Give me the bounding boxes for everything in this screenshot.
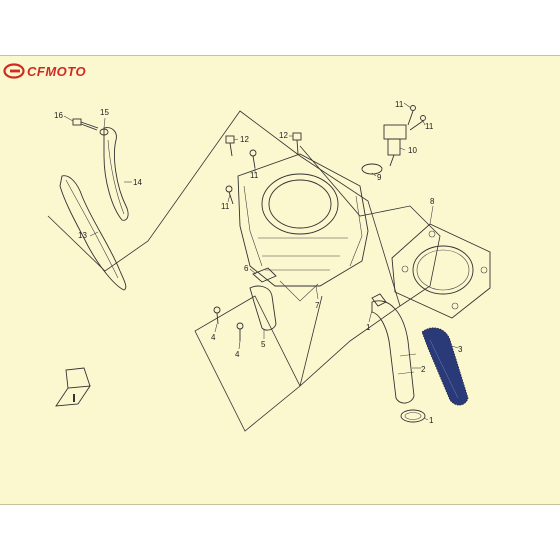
callout-5: 5 [261,340,266,349]
callout-6: 6 [244,264,249,273]
callout-1b: 1 [429,416,434,425]
tensioner-guide-part [103,127,129,221]
callout-4a: 4 [211,333,216,342]
stud-bolt-12b-part [292,132,302,155]
hose-clamp-1b-part [400,409,426,423]
callout-8: 8 [430,197,435,206]
callout-14: 14 [133,178,142,187]
cylinder-block-part [237,153,369,302]
bolt-4b-part [236,322,244,341]
hose-2-detail [397,353,417,375]
callout-11a: 11 [250,171,259,180]
cam-chain-guide-detail [65,179,119,279]
bolt-11a-part [249,149,257,169]
diagram-frame: CFMOTO [0,55,560,505]
bolt-11b-part [225,185,234,205]
callout-16: 16 [54,111,63,120]
brand-name: CFMOTO [27,63,87,79]
callout-1a: 1 [366,323,371,332]
hose-clamp-1a-part [371,293,387,307]
callout-10: 10 [408,146,417,155]
callout-7: 7 [315,301,320,310]
cam-chain-guide-part [59,175,127,291]
exploded-parts-diagram: 16 15 14 13 12 12 11 11 11 11 10 9 8 7 6… [47,100,491,432]
brand-logo: CFMOTO [3,61,86,81]
callout-11d: 11 [425,122,434,131]
sensor-10-part [383,124,407,167]
callout-15: 15 [100,108,109,117]
mesh-screen-3-part [421,327,469,406]
bolt-4a-part [213,306,221,325]
bolt-11c-part [407,105,416,126]
washer-15-part [99,128,109,136]
assembly-boundary-line-right [299,145,441,307]
callout-4b: 4 [235,350,240,359]
water-pipe-5-part [249,285,277,331]
hose-2-part [371,300,415,404]
callout-12a: 12 [240,135,249,144]
callout-11c: 11 [395,100,404,109]
stud-bolt-12a-part [225,135,235,157]
callout-9: 9 [377,173,382,182]
callout-leaders [63,102,459,421]
cylinder-gasket-8-part [391,223,491,319]
bolt-16-part [72,118,99,131]
callout-3: 3 [458,345,463,354]
assembly-boundary-line [47,110,401,432]
callout-2: 2 [421,365,426,374]
callout-11b: 11 [221,202,230,211]
clamp-6-part [252,267,277,283]
cfmoto-logo-icon [3,63,25,79]
callout-12b: 12 [279,131,288,140]
tensioner-guide-detail [107,139,125,215]
front-direction-arrow-icon [55,367,91,407]
gasket-9-part [361,163,383,175]
callout-13: 13 [78,231,87,240]
bolt-11d-part [409,115,426,131]
